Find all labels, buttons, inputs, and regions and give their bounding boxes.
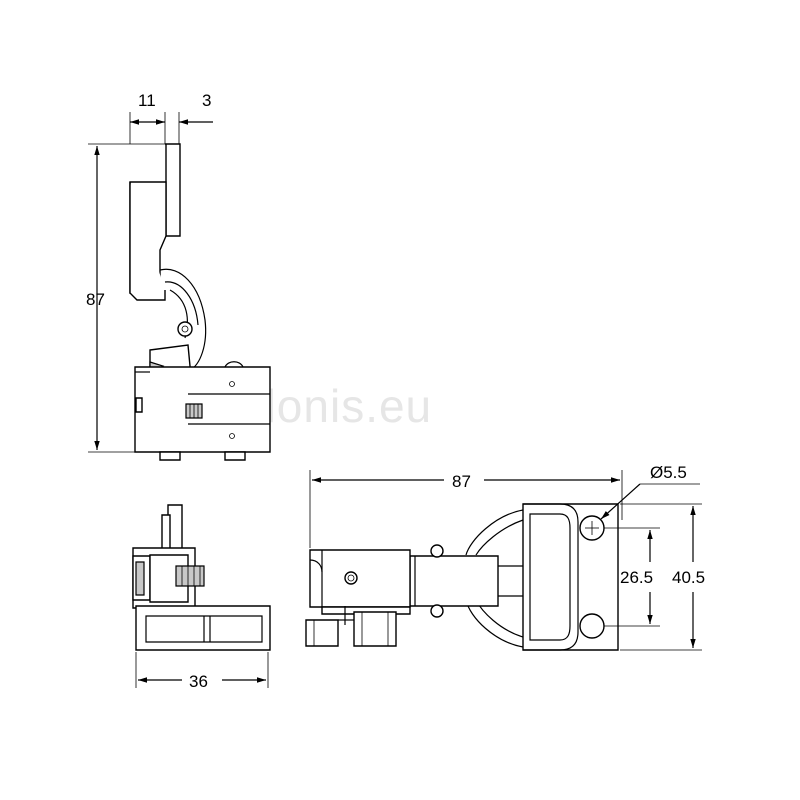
dim-hole-diameter: Ø5.5 (650, 463, 687, 482)
dim-hole-spacing: 26.5 (620, 568, 653, 587)
dim-side-width-11: 11 (138, 91, 156, 110)
front-view: 36 (132, 504, 271, 691)
plan-view: 87 (305, 463, 705, 651)
dim-side-gap-3: 3 (202, 91, 211, 110)
dim-plate-height: 40.5 (672, 568, 705, 587)
dim-front-width-36: 36 (189, 672, 208, 691)
dim-side-height-87: 87 (86, 290, 105, 309)
dim-plan-length-87: 87 (452, 472, 471, 491)
side-view: 11 3 87 (86, 91, 271, 461)
